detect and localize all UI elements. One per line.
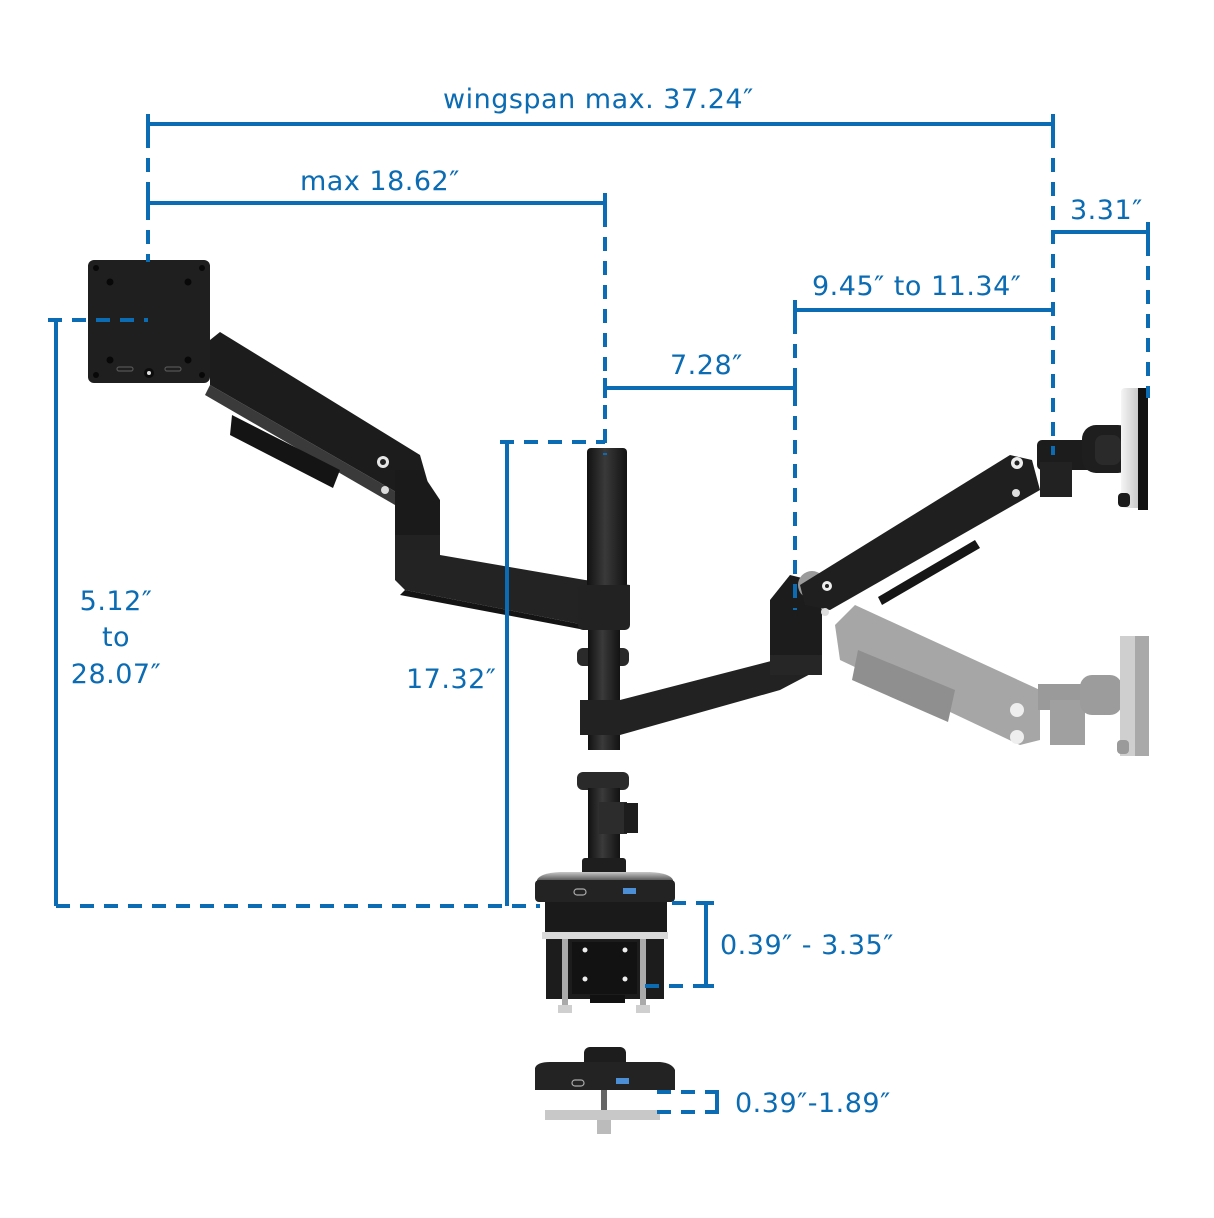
clamp-range-label: 0.39″ - 3.35″	[720, 930, 894, 961]
left-vesa-plate	[88, 260, 210, 383]
right-upper-arm	[798, 425, 1132, 616]
grommet-range-label: 0.39″-1.89″	[735, 1088, 891, 1119]
height-range-label-to: to	[101, 622, 131, 653]
left-forearm	[395, 550, 630, 630]
grommet-mount	[535, 1047, 675, 1134]
desk-clamp	[535, 872, 675, 1013]
right-vesa-plate	[1118, 388, 1148, 510]
pole-offset-label: 7.28″	[670, 350, 743, 381]
usb-c-port-icon	[571, 1079, 585, 1087]
usb-a-port-icon	[623, 888, 636, 894]
height-range-label-max: 28.07″	[70, 659, 162, 690]
arm-reach-label: max 18.62″	[300, 166, 460, 197]
usb-a-port-icon	[616, 1078, 629, 1084]
usb-c-port-icon	[573, 888, 587, 896]
ghost-arm-lowered-position	[835, 605, 1149, 756]
center-pole	[577, 448, 638, 876]
height-range-label-min: 5.12″	[79, 586, 153, 617]
tilt-depth-label: 3.31″	[1070, 195, 1143, 226]
dimension-lines	[48, 114, 1150, 1114]
left-upper-arm	[205, 332, 440, 555]
forearm-reach-label: 9.45″ to 11.34″	[812, 271, 1022, 302]
pole-height-label: 17.32″	[406, 664, 497, 695]
wingspan-label: wingspan max. 37.24″	[443, 84, 754, 115]
